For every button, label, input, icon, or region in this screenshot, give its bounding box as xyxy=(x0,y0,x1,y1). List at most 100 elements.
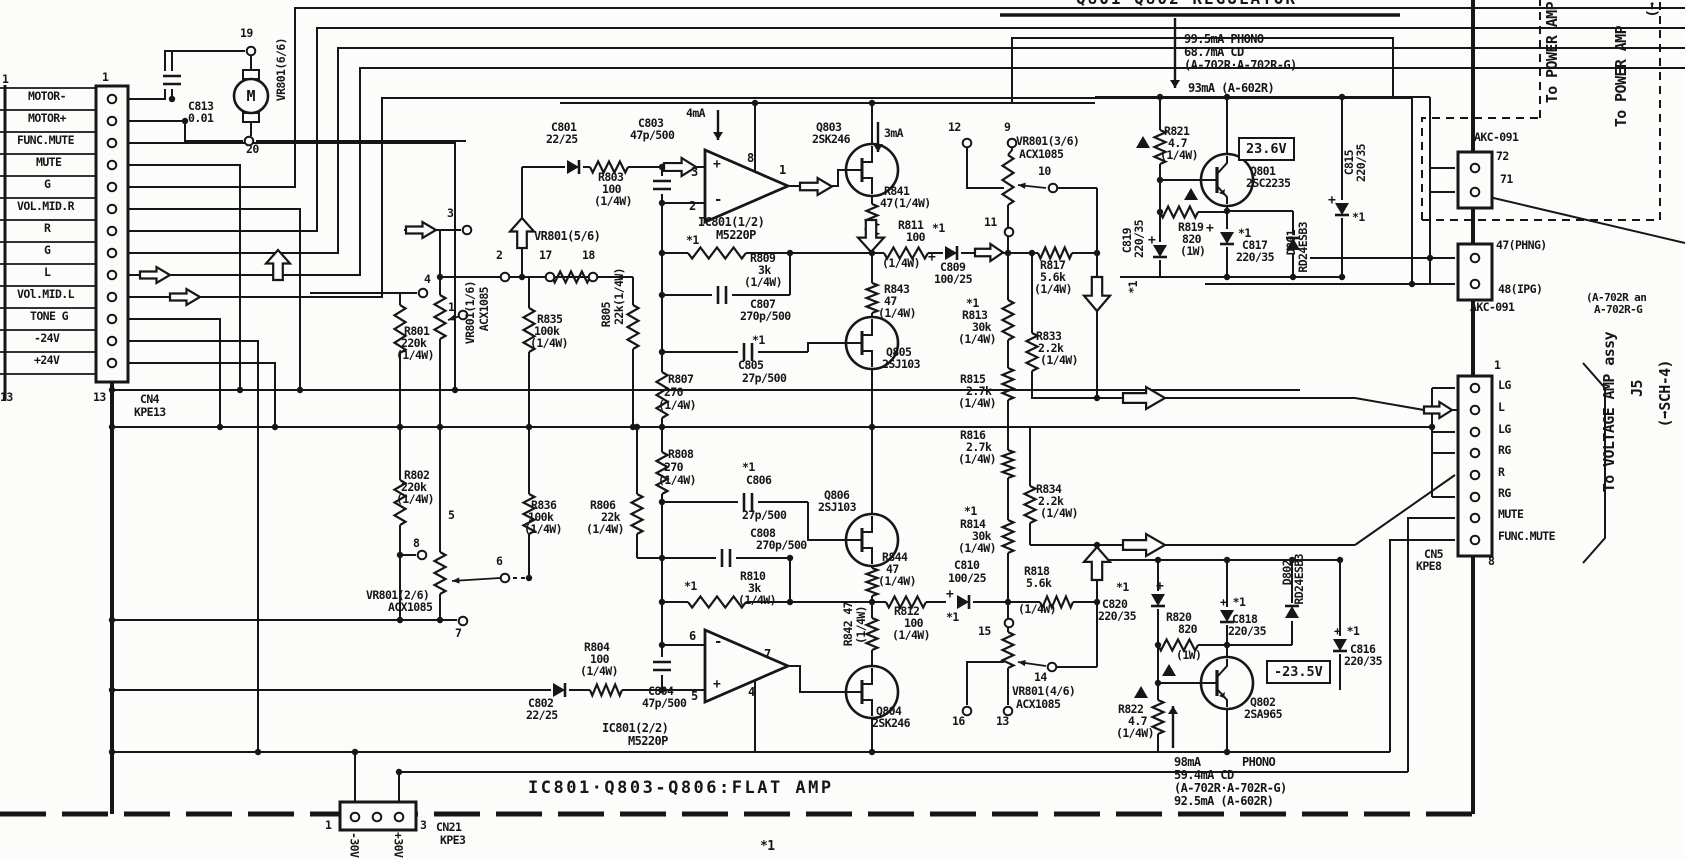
resistor-R803 xyxy=(589,159,629,175)
terminal-pin xyxy=(1002,705,1014,717)
wire xyxy=(128,164,241,390)
terminal-pin xyxy=(349,811,361,823)
wire xyxy=(128,120,243,142)
junction-dot xyxy=(786,249,794,257)
connector-cn4: CN4 xyxy=(140,392,160,406)
signal-flow-arrow xyxy=(798,176,835,197)
terminal-pin xyxy=(1003,617,1015,629)
schematic-label: VR801(2/6) xyxy=(366,588,430,602)
terminal-pin xyxy=(1469,162,1481,174)
note-to-power-amp-1: To POWER AMP xyxy=(1543,2,1561,104)
section-title-regulator: Q801·Q802 REGULATOR xyxy=(1076,0,1297,7)
schematic-label: 3k xyxy=(758,263,771,277)
schematic-label: (1/4W) xyxy=(658,473,697,487)
opamp-IC801-2 xyxy=(703,627,792,705)
schematic-label: R808 xyxy=(668,447,694,461)
terminal-pin xyxy=(1469,278,1481,290)
wire xyxy=(128,142,456,390)
schematic-label: 30k xyxy=(972,320,992,334)
schematic-label: 71 xyxy=(1500,172,1513,186)
schematic-label: 100k xyxy=(528,510,554,524)
schematic-label: (1/4W) xyxy=(958,332,997,346)
junction-dot xyxy=(436,616,444,624)
schematic-label: (1/4W) xyxy=(586,522,625,536)
schematic-label: 72 xyxy=(1496,149,1509,163)
schematic-label: R810 xyxy=(740,569,766,583)
resistor-R811 xyxy=(883,245,929,261)
terminal-pin xyxy=(416,549,428,561)
wire xyxy=(1407,517,1455,772)
resistor-R806 xyxy=(629,493,645,535)
connector-box-AKC-091-b xyxy=(1456,242,1494,302)
junction-dot xyxy=(525,423,533,431)
schematic-label: 4.7 xyxy=(1168,136,1188,150)
schematic-label: 13 xyxy=(996,714,1009,728)
transistor-Q804 xyxy=(862,699,873,716)
junction-dot xyxy=(658,348,666,356)
resistor-R812 xyxy=(885,594,927,610)
schematic-label: R806 xyxy=(590,498,616,512)
connector-cn5: CN5 xyxy=(1424,547,1444,561)
wire xyxy=(128,27,1685,232)
schematic-label: 47(1/4W) xyxy=(880,196,931,210)
schematic-label: 22k xyxy=(601,510,621,524)
cap-bg xyxy=(162,71,182,89)
junction-dot xyxy=(1093,249,1101,257)
schematic-label: C805 xyxy=(738,358,764,372)
schematic-label: VR801(5/6) xyxy=(534,229,601,243)
schematic-label: *1 xyxy=(752,333,765,347)
resistor-R843 xyxy=(863,281,881,315)
schematic-label: R xyxy=(44,221,51,235)
junction-dot xyxy=(1093,541,1101,549)
schematic-label: VR801(1/6) xyxy=(463,281,477,345)
diode-D801 xyxy=(1286,238,1300,250)
wire xyxy=(1011,37,1394,103)
resistor-R801 xyxy=(392,304,408,354)
schematic-label: M5220P xyxy=(716,228,756,242)
junction-dot xyxy=(168,95,176,103)
schematic-label: (A-702R·A-702R-G) xyxy=(1174,781,1287,795)
transistor-Q806 xyxy=(862,516,873,533)
junction-dot xyxy=(1156,176,1164,184)
wire xyxy=(1389,539,1455,752)
transistor-Q801 xyxy=(1219,189,1225,195)
schematic-label: 100 xyxy=(590,652,610,666)
schematic-label: (1/4W) xyxy=(594,194,633,208)
schematic-label: RD24ESB3 xyxy=(1296,222,1310,273)
schematic-label: ACX1085 xyxy=(477,287,491,332)
junction-dot xyxy=(181,117,189,125)
resistor-VR801-2 xyxy=(432,551,448,595)
schematic-label: KPE13 xyxy=(134,405,166,419)
schematic-label: KPE8 xyxy=(1416,559,1442,573)
schematic-label: C808 xyxy=(750,526,776,540)
wiper-arrow-head xyxy=(1018,659,1026,667)
schematic-label: R817 xyxy=(1040,258,1066,272)
wire xyxy=(807,342,846,352)
schematic-label: G xyxy=(44,177,51,191)
resistor-R804 xyxy=(588,681,624,699)
wire xyxy=(128,362,276,427)
schematic-label: +24V xyxy=(34,353,60,367)
junction-dot xyxy=(1426,254,1434,262)
polar-capacitor-C810 xyxy=(957,595,969,609)
junction-dot xyxy=(751,99,759,107)
schematic-label: 13 xyxy=(0,390,13,404)
diode-D802 xyxy=(1285,606,1299,618)
schematic-label: - xyxy=(714,634,722,650)
schematic-label: R822 xyxy=(1118,702,1144,716)
schematic-label: 1 xyxy=(779,163,786,177)
schematic-label: 1 xyxy=(2,72,9,86)
schematic-label: -24V xyxy=(34,331,60,345)
schematic-label: ACX1085 xyxy=(388,600,433,614)
schematic-label: 1 xyxy=(1494,358,1501,372)
junction-dot xyxy=(1223,207,1231,215)
polar-capacitor-C816 xyxy=(1333,639,1347,651)
schematic-label: 100 xyxy=(904,616,924,630)
junction-dot xyxy=(108,423,116,431)
terminal-pin xyxy=(106,203,118,215)
junction-dot xyxy=(658,199,666,207)
signal-flow-arrow xyxy=(855,218,887,254)
resistor-R814 xyxy=(999,518,1017,555)
junction-dot xyxy=(658,641,666,649)
schematic-label: C802 xyxy=(528,696,554,710)
